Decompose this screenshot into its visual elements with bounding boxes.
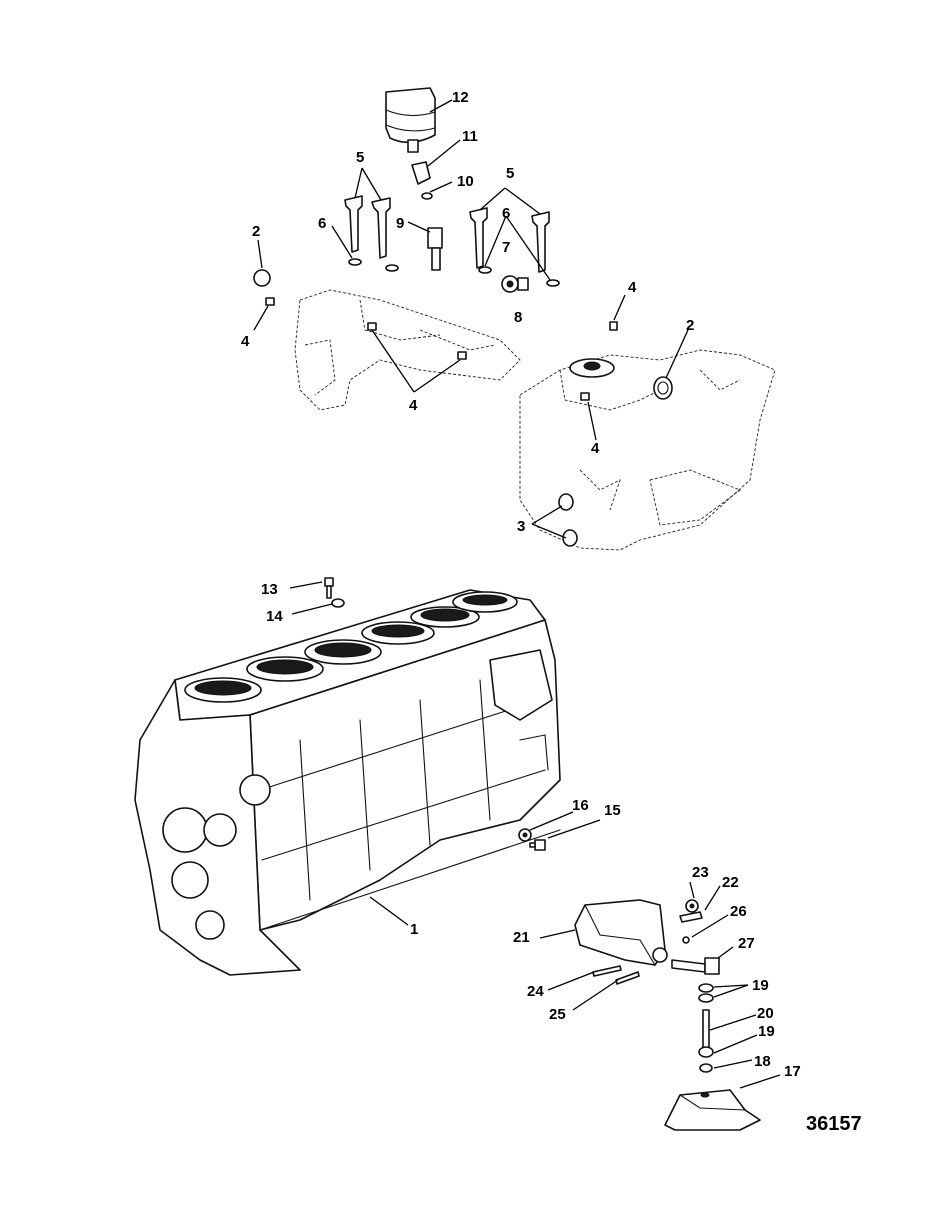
injector-left-1: [344, 195, 363, 253]
bolt-15: [529, 839, 546, 851]
callout-2-left: 2: [252, 223, 260, 240]
callout-3: 3: [517, 518, 525, 535]
lower-leader-lines: [289, 581, 781, 1089]
callout-27: 27: [738, 935, 755, 952]
callout-1: 1: [410, 921, 418, 938]
upper-leader-lines: [253, 99, 689, 539]
nut-16: [518, 828, 532, 842]
fitting-7-8: [501, 275, 529, 293]
callout-18: 18: [754, 1053, 771, 1070]
callout-21: 21: [513, 929, 530, 946]
callout-13: 13: [261, 581, 278, 598]
callout-11: 11: [462, 128, 478, 145]
callout-14: 14: [266, 608, 283, 625]
callout-23: 23: [692, 864, 709, 881]
callout-15: 15: [604, 802, 621, 819]
engine-mount-assembly: [574, 899, 761, 1131]
callout-16: 16: [572, 797, 589, 814]
callout-4-right-top: 4: [628, 279, 637, 296]
plug-3-lower: [562, 529, 578, 547]
cylinder-head-assembly: [253, 87, 776, 551]
plug-2-left: [253, 269, 271, 287]
plug-3-upper: [558, 493, 574, 511]
callout-20: 20: [757, 1005, 774, 1022]
callout-5-right: 5: [506, 165, 514, 182]
callout-4-left: 4: [241, 333, 250, 350]
bolt-13: [324, 577, 334, 599]
engine-block: [134, 589, 561, 976]
callout-19-upper: 19: [752, 977, 769, 994]
injector-left-2: [371, 197, 391, 259]
callout-2-right: 2: [686, 317, 694, 334]
washer-10: [421, 192, 433, 200]
callout-25: 25: [549, 1006, 566, 1023]
washer-14: [331, 598, 345, 608]
callout-4-center: 4: [409, 397, 418, 414]
callout-9: 9: [396, 215, 404, 232]
fitting-9: [427, 227, 443, 271]
callout-24: 24: [527, 983, 544, 1000]
callout-6-right: 6: [502, 205, 510, 222]
callout-12: 12: [452, 89, 469, 106]
injector-right-2: [531, 211, 550, 273]
callout-8: 8: [514, 309, 522, 326]
callout-17: 17: [784, 1063, 801, 1080]
callout-labels: 12 11 10 5 5 6 6 9 7 8 2 4 4 4 2 4 3 13 …: [241, 89, 862, 1135]
callout-5-left: 5: [356, 149, 364, 166]
callout-10: 10: [457, 173, 474, 190]
adapter-11: [411, 161, 431, 185]
callout-26: 26: [730, 903, 747, 920]
injector-right-1: [469, 207, 488, 269]
figure-number: 36157: [806, 1113, 862, 1135]
callout-6-left: 6: [318, 215, 326, 232]
plug-2-right: [653, 376, 673, 400]
sensor-12: [385, 87, 436, 153]
callout-4-right-bottom: 4: [591, 440, 600, 457]
callout-22: 22: [722, 874, 739, 891]
callout-7: 7: [502, 239, 510, 256]
callout-19-lower: 19: [758, 1023, 775, 1040]
